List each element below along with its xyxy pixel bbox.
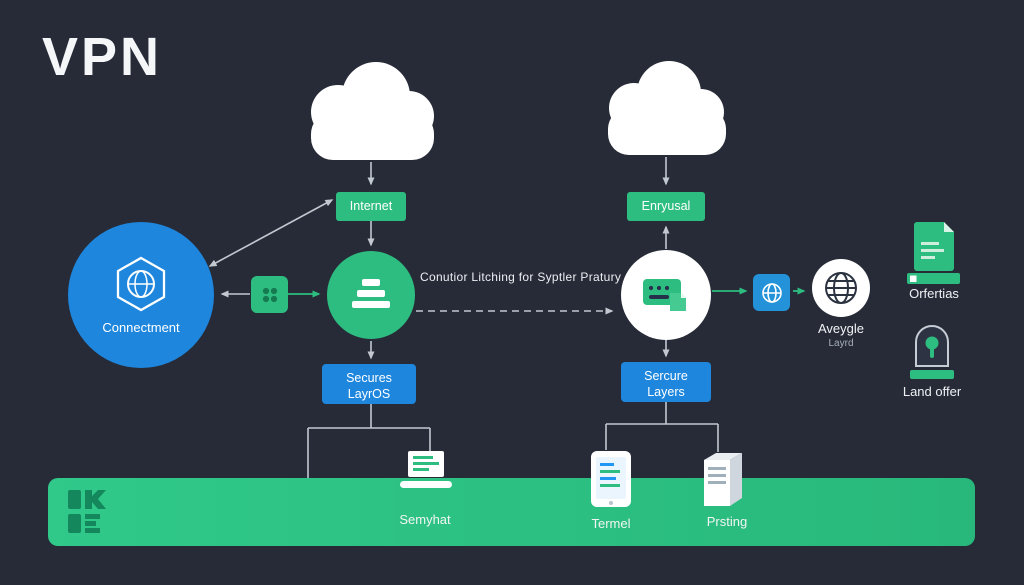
connector-right-branch xyxy=(605,402,719,452)
green-connectors xyxy=(288,287,806,298)
tablet-label: Termel xyxy=(591,516,631,531)
secure-box-left-line1: Secures xyxy=(346,371,392,385)
server-label: Prsting xyxy=(706,514,748,529)
gray-connectors xyxy=(208,157,719,478)
vpn-node xyxy=(327,251,415,339)
document-block xyxy=(906,220,962,289)
laptop-block xyxy=(398,450,454,497)
monogram-icon xyxy=(68,490,106,533)
internet-badge: Internet xyxy=(336,192,406,221)
connection-node: Connectment xyxy=(68,222,214,368)
gateway-node xyxy=(621,250,711,340)
bottom-bar xyxy=(48,478,975,546)
encryption-badge: Enryusal xyxy=(627,192,705,221)
connection-label: Connectment xyxy=(102,320,180,335)
secure-box-right-line2: Layers xyxy=(647,385,685,400)
lock-label: Land offer xyxy=(902,384,962,399)
server-block xyxy=(700,452,746,513)
monogram-block xyxy=(68,488,120,543)
average-node xyxy=(812,259,870,317)
lock-icon xyxy=(910,325,954,379)
laptop-label: Semyhat xyxy=(399,512,451,527)
cloud-icon xyxy=(311,62,434,160)
secure-box-left-line2: LayrOS xyxy=(347,387,391,402)
secure-box-right-line1: Sercure xyxy=(644,369,688,383)
secure-box-left: Secures LayrOS xyxy=(322,364,416,404)
cloud-icon-2 xyxy=(608,61,726,155)
page-title: VPN xyxy=(42,27,163,87)
average-label: Aveygle xyxy=(817,321,864,336)
stack-icon xyxy=(352,279,390,308)
globe-node xyxy=(753,274,790,311)
document-label: Orfertias xyxy=(909,286,959,301)
app-grid-icon xyxy=(262,287,277,302)
document-icon xyxy=(907,222,960,284)
tablet-icon xyxy=(591,451,631,507)
laptop-icon xyxy=(400,451,452,488)
average-sublabel: Layrd xyxy=(828,338,854,349)
server-icon xyxy=(704,453,742,506)
globe-icon-dark xyxy=(825,272,857,304)
average-label-block: Aveygle Layrd xyxy=(795,321,887,349)
keypad-icon xyxy=(643,279,686,311)
grid-node xyxy=(251,276,288,313)
connector-left-branch xyxy=(307,404,431,478)
lock-block xyxy=(908,320,956,385)
connector-connection-internet xyxy=(208,199,334,267)
tablet-block xyxy=(589,450,633,513)
hexagon-globe-icon xyxy=(116,256,166,312)
globe-icon xyxy=(761,282,782,303)
secure-box-right: Sercure Layers xyxy=(621,362,711,402)
copy-icon xyxy=(670,293,686,311)
diagram-caption: Conutior Litching for Syptler Pratury xyxy=(420,270,622,284)
